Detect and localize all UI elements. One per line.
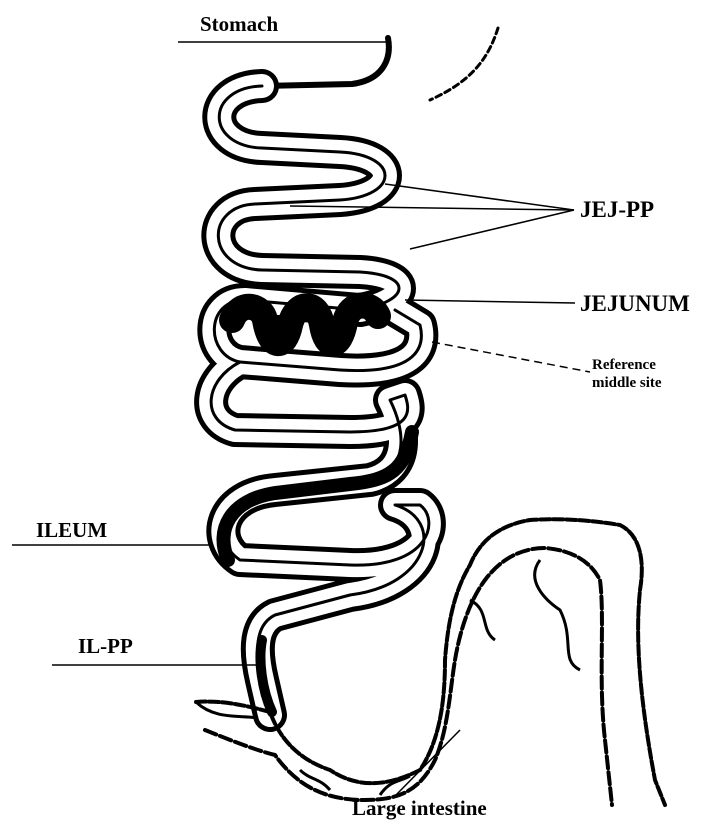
il-pp-label: IL-PP	[78, 636, 133, 657]
stomach-outline	[262, 38, 389, 86]
large-intestine-label: Large intestine	[352, 798, 487, 819]
ileum-label: ILEUM	[36, 520, 107, 541]
jejunum-leader	[405, 300, 575, 303]
reference-leader	[432, 342, 590, 372]
jej-pp-leader-1	[385, 184, 574, 210]
jej-pp-label: JEJ-PP	[580, 198, 654, 221]
reference-label-line1: Reference	[592, 357, 656, 374]
stomach-label: Stomach	[200, 14, 278, 35]
large-intestine-leader	[395, 730, 460, 796]
stomach-right-edge	[430, 28, 498, 100]
jejunum-label: JEJUNUM	[580, 292, 690, 315]
reference-label-line2: middle site	[592, 375, 662, 392]
jejunum-shaded-segment	[232, 305, 378, 343]
small-intestine-inner	[211, 86, 429, 715]
jej-pp-leader-3	[410, 210, 574, 249]
